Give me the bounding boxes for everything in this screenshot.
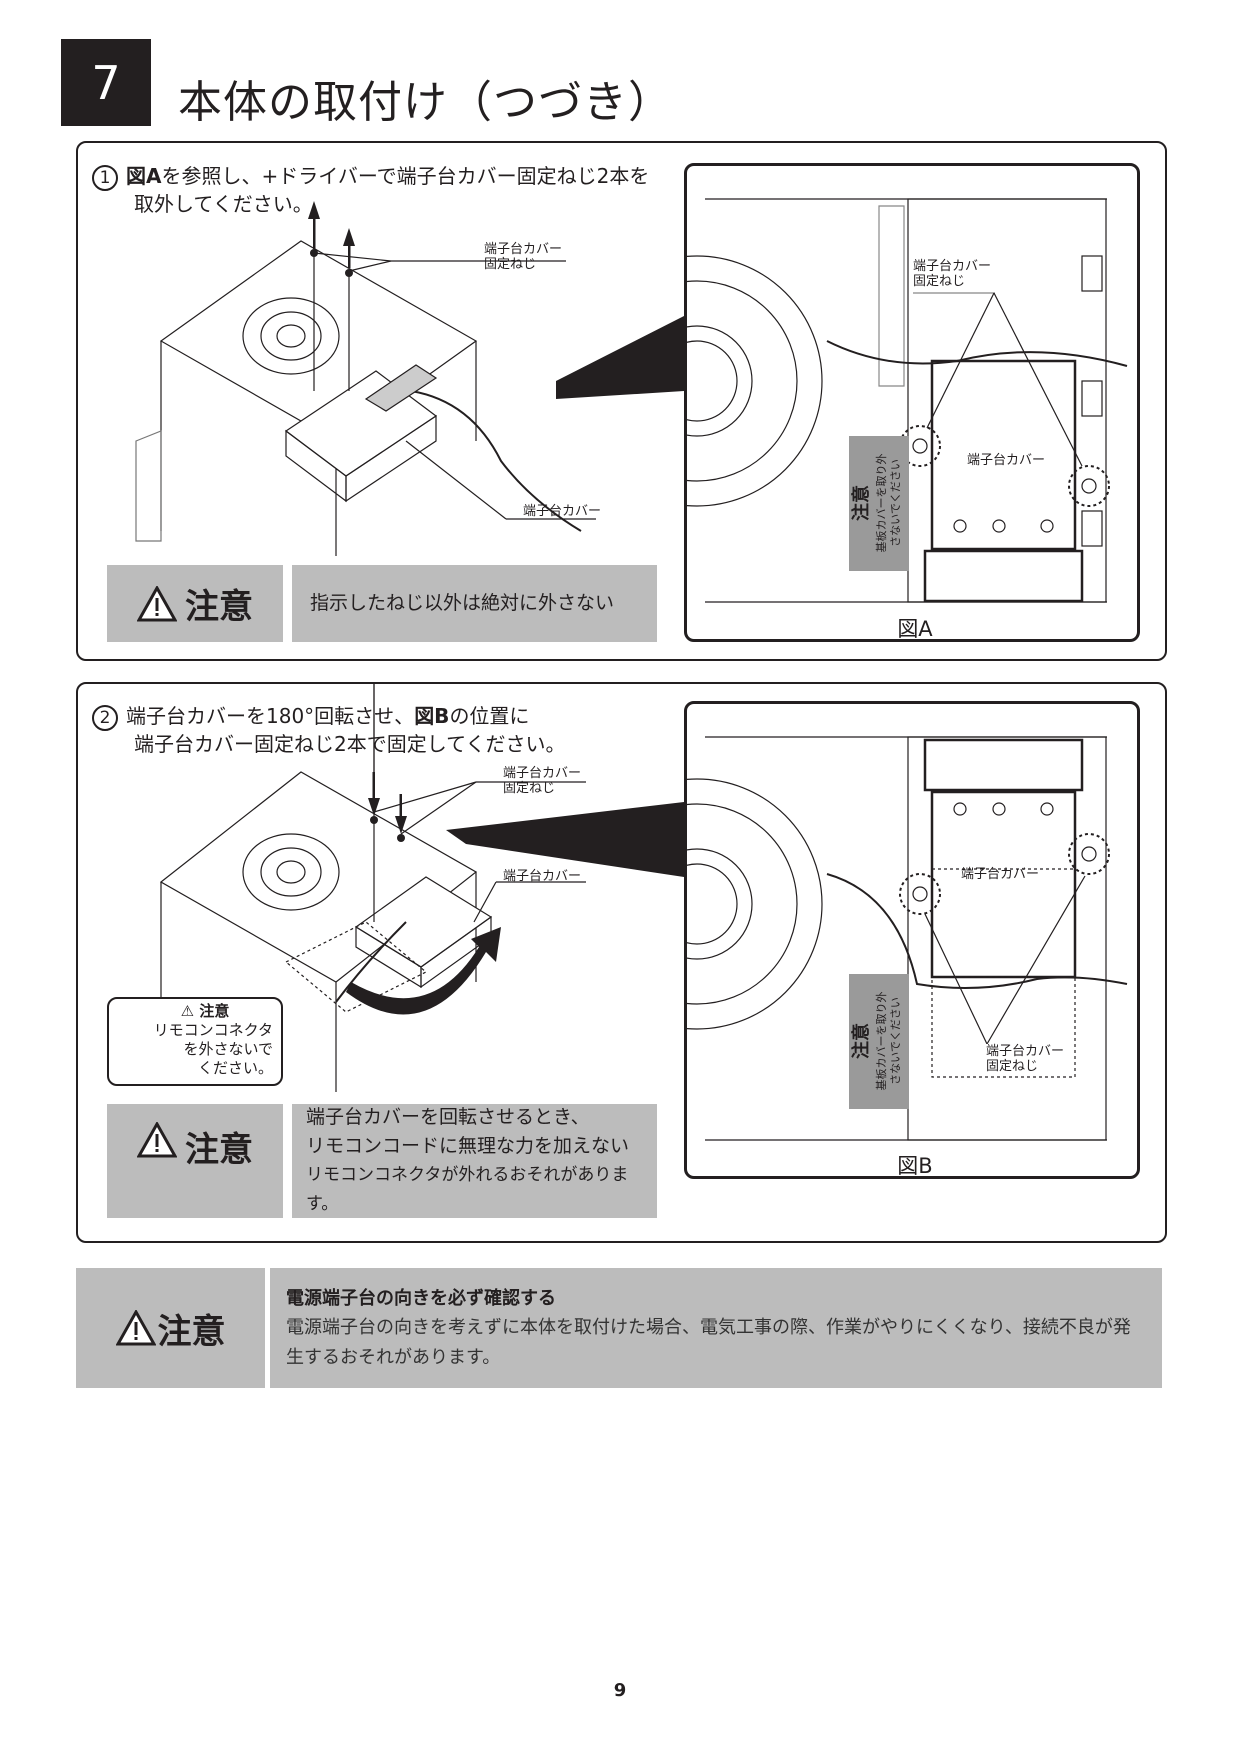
step2-number: 2: [92, 705, 118, 731]
figure-caption: 図B: [897, 1154, 933, 1178]
caution-label: 注意: [76, 1268, 265, 1388]
svg-text:注意: 注意: [850, 1023, 872, 1059]
step1-panel: [76, 141, 1167, 661]
figure-a-drawing: 注意基板カバーを取り外さないでください: [687, 198, 1128, 603]
cover-label: 端子台カバー: [523, 504, 602, 519]
caution-text: 電源端子台の向きを必ず確認する 電源端子台の向きを考えずに本体を取付けた場合、電…: [270, 1268, 1162, 1388]
screw-label: 端子台カバー固定ねじ: [484, 242, 563, 272]
svg-text:さないでください: さないでください: [889, 997, 902, 1085]
figure-caption: 図A: [897, 617, 933, 641]
cover-label: 端子台カバー: [961, 867, 1040, 882]
figure-b-drawing: 注意基板カバーを取り外さないでください: [687, 736, 1128, 1141]
warning-icon: [115, 1310, 156, 1346]
caution-label: 注意: [107, 565, 283, 642]
figure-b: 注意基板カバーを取り外さないでください 端子台カバー 端子台カバー固定ねじ 図B: [684, 701, 1140, 1179]
caution-word: 注意: [185, 1130, 253, 1170]
figure-ref: 図A: [126, 164, 162, 188]
warning-icon: [137, 585, 177, 621]
instruction-line: 端子台カバー固定ねじ2本で固定してください。: [134, 732, 566, 756]
caution-sticker: [849, 974, 909, 1109]
screw-label: 端子台カバー固定ねじ: [503, 766, 582, 796]
figure-ref: 図B: [414, 704, 450, 728]
cover-label: 端子台カバー: [967, 453, 1046, 468]
step2-panel: [76, 682, 1167, 1243]
instruction-line: 取外してください。: [134, 192, 313, 216]
zoom-pointer: [556, 316, 684, 399]
rotate-arrow-icon: [346, 927, 501, 1015]
svg-text:基板カバーを取り外: 基板カバーを取り外: [874, 454, 888, 553]
svg-text:注意: 注意: [850, 485, 872, 521]
caution-word: 注意: [185, 587, 253, 627]
caution-text: 端子台カバーを回転させるとき、リモコンコードに無理な力を加えない リモコンコネク…: [292, 1104, 657, 1218]
warning-icon: [137, 1122, 177, 1158]
svg-text:さないでください: さないでください: [889, 459, 902, 547]
step2-illustration: [159, 682, 684, 1092]
connector-callout: ⚠ 注意 リモコンコネクタを外さないでください。: [107, 997, 283, 1086]
caution-word: 注意: [157, 1311, 226, 1352]
zoom-pointer: [446, 802, 684, 877]
step1-instruction: 1 図Aを参照し、+ドライバーで端子台カバー固定ねじ2本を 取外してください。: [92, 163, 649, 218]
caution-label: 注意: [107, 1104, 283, 1218]
screw-label: 端子台カバー固定ねじ: [913, 259, 992, 289]
step1-number: 1: [92, 165, 118, 191]
instruction-line: を参照し、+ドライバーで端子台カバー固定ねじ2本を: [161, 164, 650, 188]
page-title: 本体の取付け（つづき）: [178, 77, 673, 128]
screw-label: 端子台カバー固定ねじ: [986, 1044, 1065, 1074]
caution-sticker: [849, 436, 909, 571]
caution-text: 指示したねじ以外は絶対に外さない: [292, 565, 657, 642]
svg-text:基板カバーを取り外: 基板カバーを取り外: [874, 992, 888, 1091]
step-number: 7: [61, 39, 151, 126]
figure-a: 注意基板カバーを取り外さないでください 端子台カバー固定ねじ 端子台カバー 図A: [684, 163, 1140, 642]
cover-label: 端子台カバー: [503, 869, 582, 884]
step1-illustration: [135, 201, 684, 556]
page-number: 9: [613, 1680, 627, 1701]
